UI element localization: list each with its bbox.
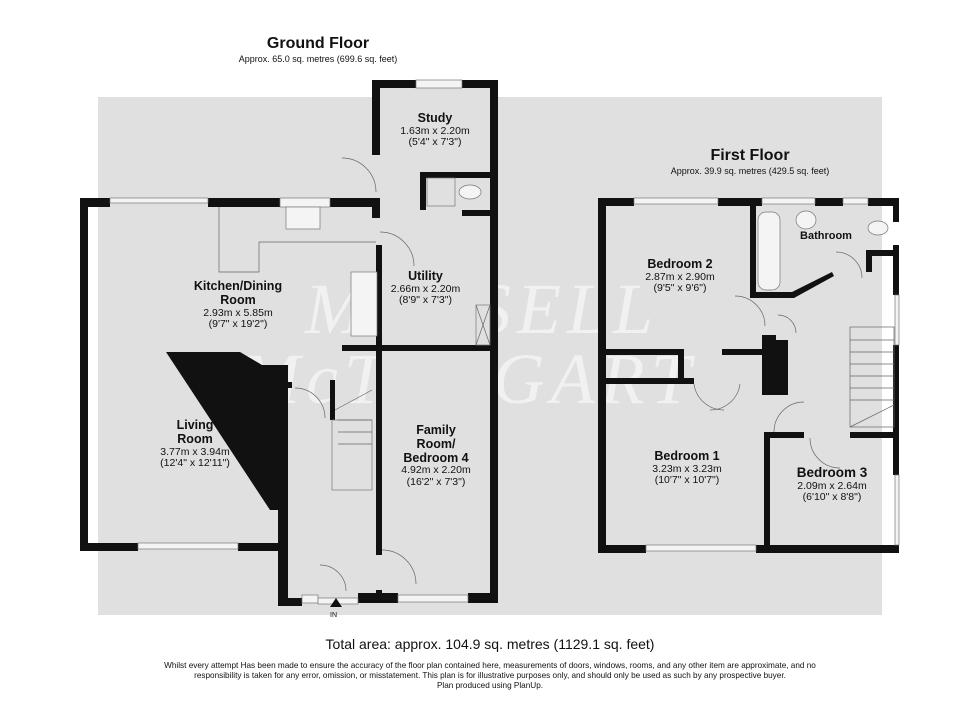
room-metric: 3.23m x 3.23m: [652, 462, 722, 475]
room-imperial: (10'7" x 10'7"): [654, 474, 720, 487]
room-bedroom-2: Bedroom 2 2.87m x 2.90m (9'5" x 9'6"): [625, 257, 735, 295]
room-name: Bedroom 2: [647, 257, 713, 271]
room-name-line3: Bedroom 4: [403, 450, 469, 465]
room-name: Study: [417, 111, 453, 125]
room-utility: Utility 2.66m x 2.20m (8'9" x 7'3"): [378, 269, 473, 307]
room-imperial: (9'5" x 9'6"): [653, 282, 707, 295]
room-metric: 2.87m x 2.90m: [645, 270, 715, 283]
room-name-line2: Room/: [416, 436, 456, 451]
plan-credit: Plan produced using PlanUp.: [436, 681, 544, 690]
room-metric: 2.66m x 2.20m: [390, 282, 461, 295]
room-metric: 3.77m x 3.94m: [160, 445, 230, 458]
room-imperial: (5'4" x 7'3"): [408, 136, 462, 149]
room-metric: 4.92m x 2.20m: [401, 464, 471, 477]
room-name: Bedroom 3: [796, 465, 868, 480]
first-floor-fittings: [633, 197, 900, 552]
room-bedroom-3: Bedroom 3 2.09m x 2.64m (6'10" x 8'8"): [772, 465, 892, 504]
room-name-line2: Room: [220, 292, 256, 307]
first-floor-title: First Floor: [710, 147, 790, 164]
room-kitchen-dining: Kitchen/Dining Room 2.93m x 5.85m (9'7" …: [168, 279, 308, 331]
room-family-bedroom-4: Family Room/ Bedroom 4 4.92m x 2.20m (16…: [382, 423, 490, 488]
total-area: Total area: approx. 104.9 sq. metres (11…: [325, 636, 655, 652]
disclaimer: Whilst every attempt Has been made to en…: [150, 661, 830, 691]
room-metric: 2.09m x 2.64m: [797, 479, 867, 492]
room-name: Bedroom 1: [654, 449, 720, 463]
room-name-line1: Family: [416, 423, 456, 437]
disclaimer-text: Whilst every attempt Has been made to en…: [164, 661, 816, 680]
ground-floor-lines: [218, 157, 491, 592]
entrance-arrow-icon: [330, 598, 342, 607]
room-name-line1: Living: [176, 418, 214, 432]
first-floor-walls: [598, 198, 899, 553]
room-imperial: (9'7" x 19'2"): [208, 318, 268, 331]
first-floor-lines: [693, 251, 895, 469]
room-living: Living Room 3.77m x 3.94m (12'4" x 12'11…: [130, 418, 260, 470]
room-name: Bathroom: [800, 230, 852, 242]
room-imperial: (12'4" x 12'11"): [160, 457, 230, 470]
ground-floor-fittings: [109, 79, 491, 605]
room-study: Study 1.63m x 2.20m (5'4" x 7'3"): [380, 111, 490, 149]
ground-floor-walls: [80, 80, 498, 606]
room-name: Utility: [408, 269, 443, 283]
entrance-label: IN: [330, 612, 337, 619]
room-bedroom-1: Bedroom 1 3.23m x 3.23m (10'7" x 10'7"): [632, 449, 742, 487]
ground-floor-area: Approx. 65.0 sq. metres (699.6 sq. feet): [238, 54, 398, 64]
room-imperial: (8'9" x 7'3"): [399, 294, 452, 307]
room-imperial: (16'2" x 7'3"): [406, 475, 466, 488]
room-name-line2: Room: [177, 431, 213, 446]
room-name-line1: Kitchen/Dining: [193, 279, 283, 293]
room-bathroom: Bathroom: [786, 230, 866, 242]
ground-floor-title: Ground Floor: [266, 35, 370, 52]
ground-floor-interior: [380, 88, 490, 598]
room-metric: 2.93m x 5.85m: [203, 306, 273, 319]
room-metric: 1.63m x 2.20m: [400, 124, 470, 137]
first-floor-area: Approx. 39.9 sq. metres (429.5 sq. feet): [670, 166, 830, 176]
room-imperial: (6'10" x 8'8"): [802, 491, 862, 504]
